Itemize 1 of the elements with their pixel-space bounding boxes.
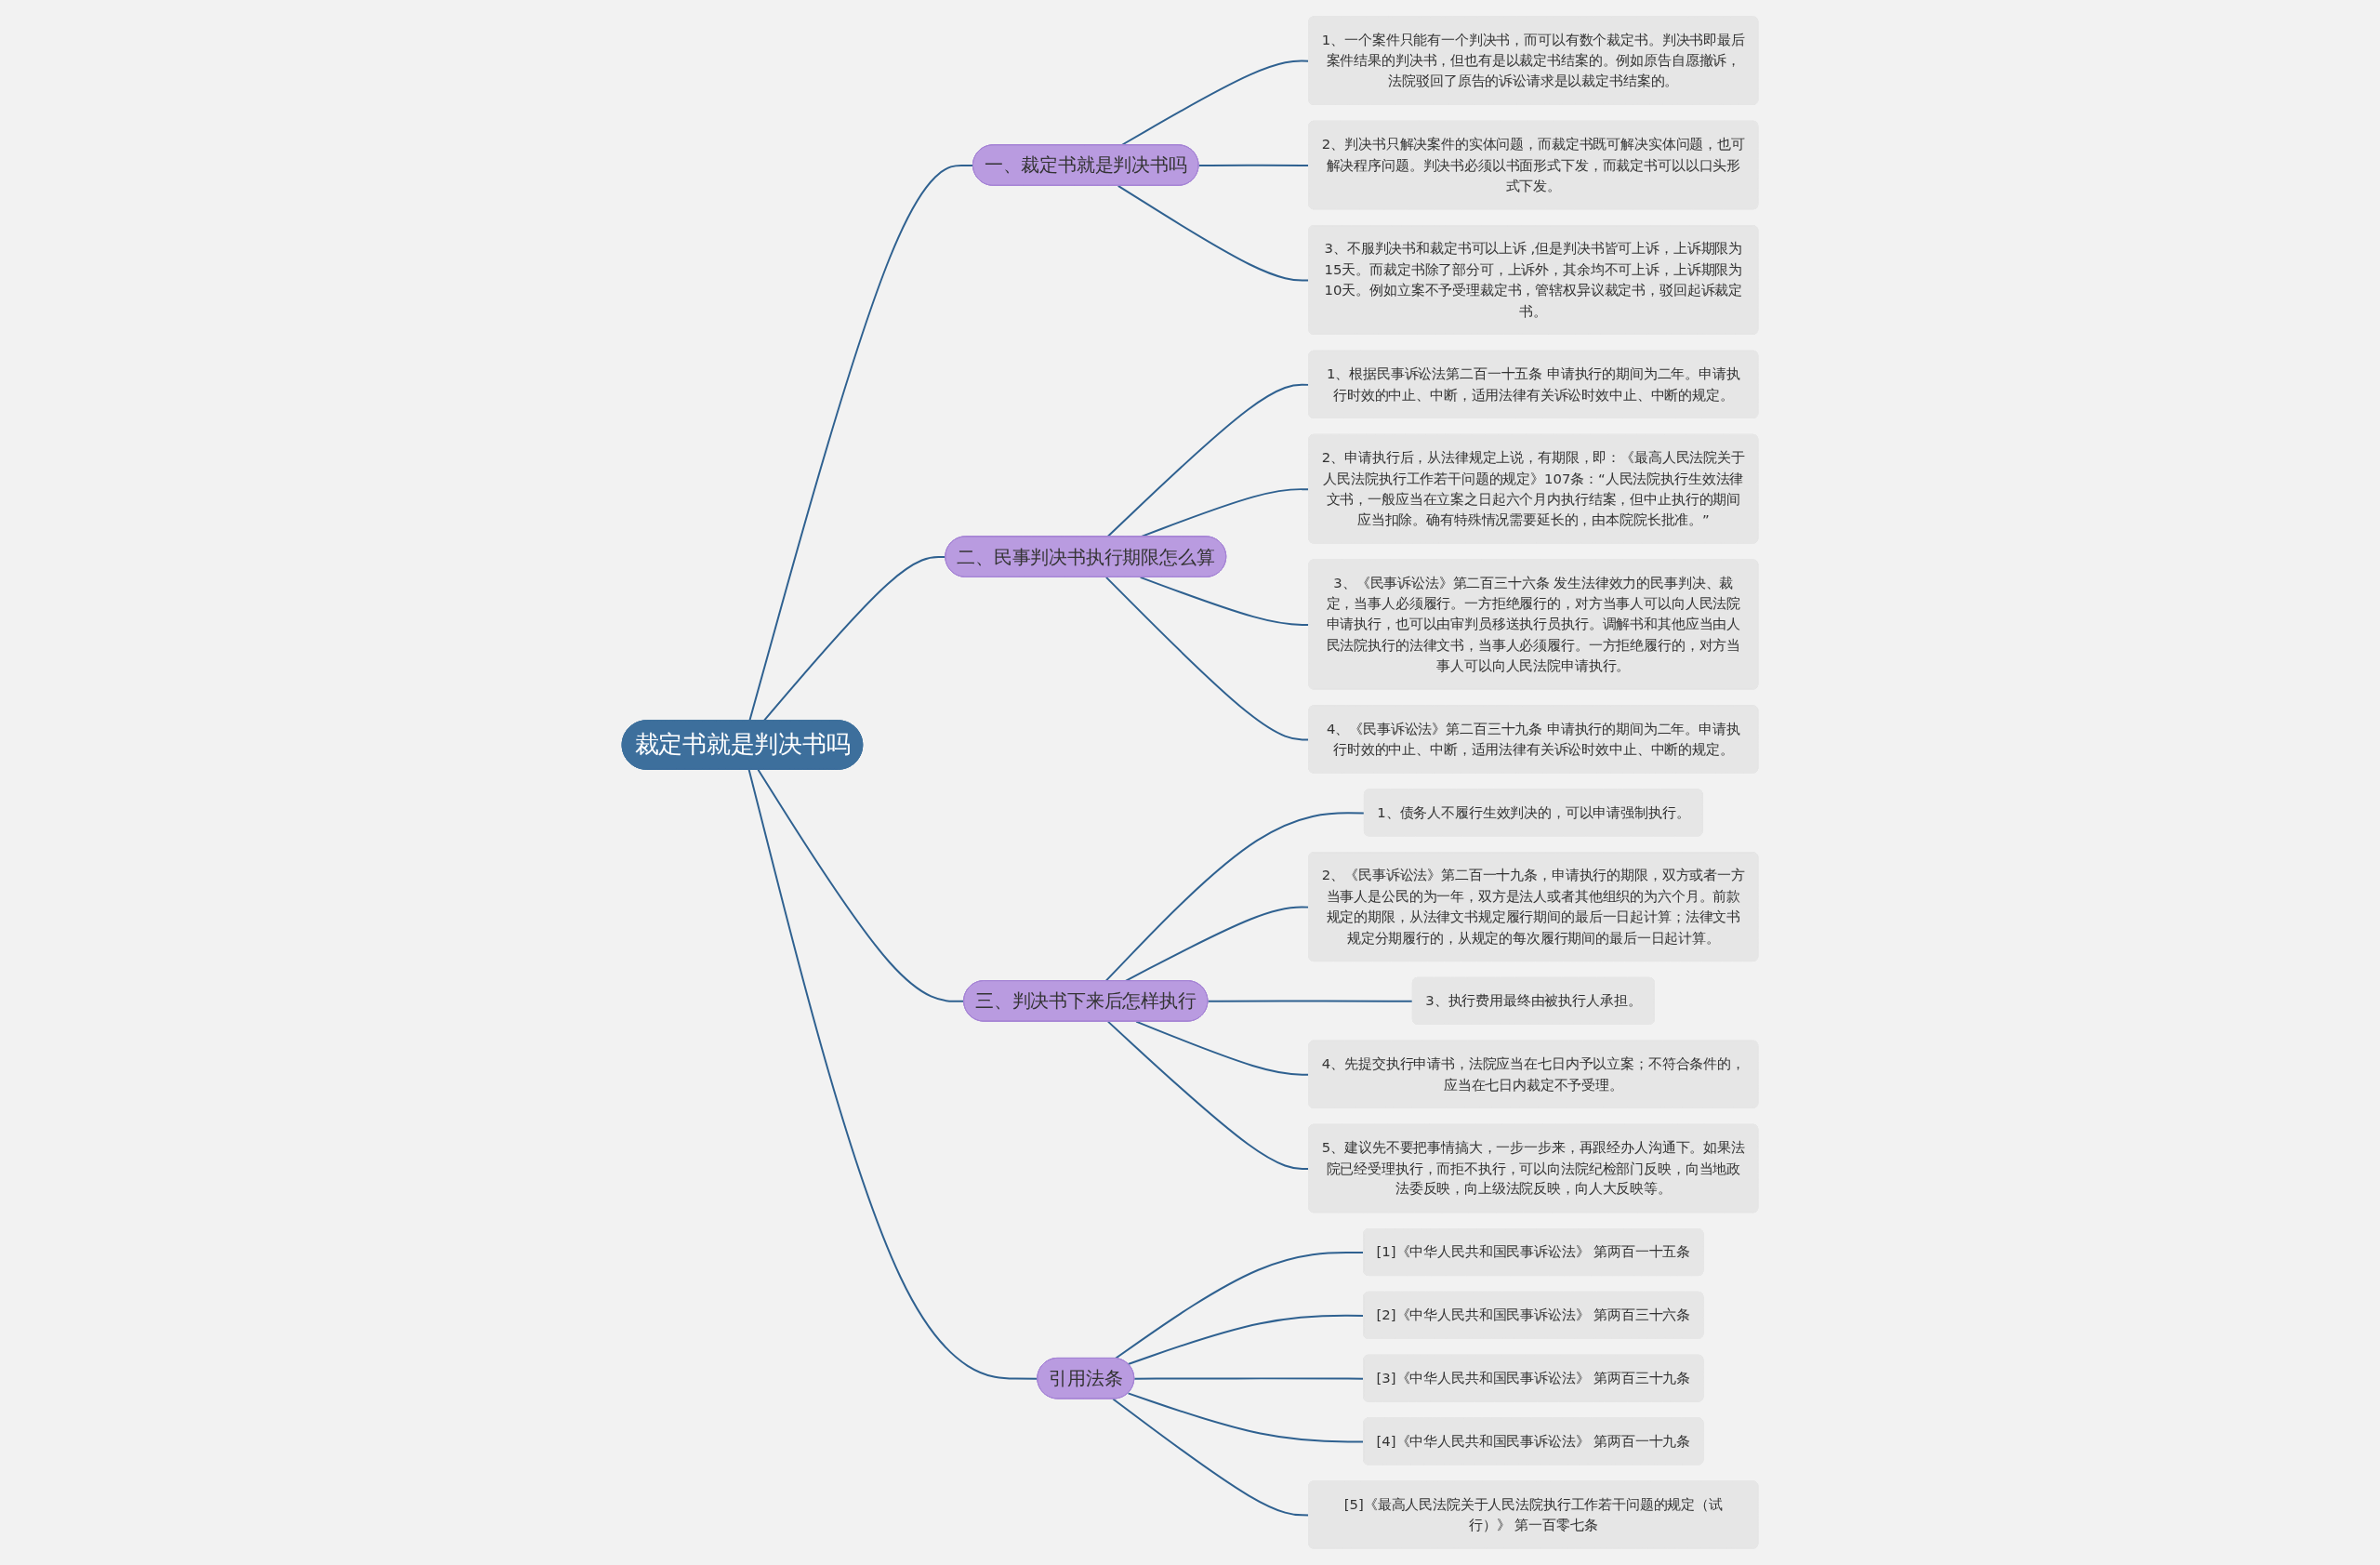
connector: [1207, 1000, 1414, 1002]
